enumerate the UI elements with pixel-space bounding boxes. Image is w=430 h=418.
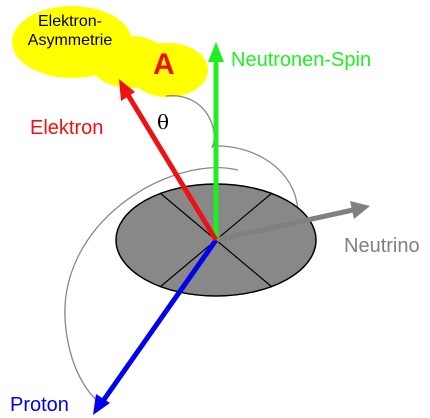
electron-label: Elektron xyxy=(30,117,104,139)
proton-label: Proton xyxy=(10,394,69,416)
electron-asymmetry-blob xyxy=(12,6,208,97)
asymmetry-label-line2: Asymmetrie xyxy=(27,32,113,49)
electron-arrow xyxy=(119,79,219,242)
angle-label: θ xyxy=(157,110,170,134)
neutrino-arrow xyxy=(215,201,370,243)
proton-arrow xyxy=(93,238,219,415)
trajectory-curve-right xyxy=(211,145,299,213)
angle-arc xyxy=(165,95,215,149)
asymmetry-symbol: A xyxy=(153,48,175,81)
spin-label: Neutronen-Spin xyxy=(231,49,372,71)
trajectory-curve-left xyxy=(64,167,239,405)
asymmetry-label: Elektron- Asymmetrie xyxy=(18,12,122,50)
neutrino-label: Neutrino xyxy=(344,235,420,257)
asymmetry-label-line1: Elektron- xyxy=(37,13,103,30)
neutron-spin-arrow xyxy=(208,42,224,240)
